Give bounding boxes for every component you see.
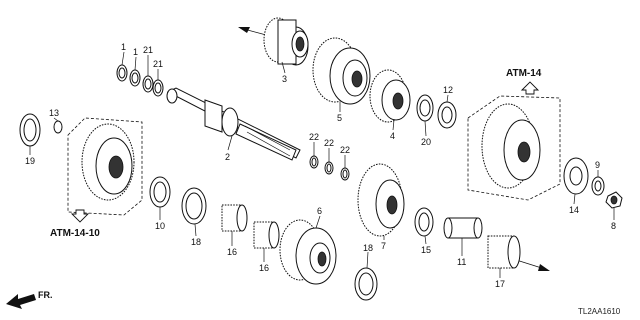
sleeve-part-11[interactable] xyxy=(443,217,483,239)
thrust-bearing-part-18a[interactable] xyxy=(181,187,207,225)
callout-21a: 21 xyxy=(143,45,153,55)
callout-2: 2 xyxy=(225,152,230,162)
callout-14: 14 xyxy=(569,205,579,215)
needle-bearing-part-16b[interactable] xyxy=(253,221,280,249)
gear-part-7[interactable] xyxy=(357,163,405,237)
front-direction-icon xyxy=(6,294,36,309)
washer-part-22c[interactable] xyxy=(340,167,350,181)
callout-11: 11 xyxy=(457,257,466,267)
callout-7: 7 xyxy=(381,241,386,251)
needle-bearing-part-16a[interactable] xyxy=(221,204,248,232)
callout-3: 3 xyxy=(282,74,287,84)
callout-18b: 18 xyxy=(363,243,373,253)
washer-part-10[interactable] xyxy=(149,176,171,208)
callout-17: 17 xyxy=(495,279,505,289)
washer-part-22b[interactable] xyxy=(324,161,334,175)
callout-22b: 22 xyxy=(324,138,334,148)
nut-part-8[interactable] xyxy=(605,191,623,209)
callout-10: 10 xyxy=(155,221,165,231)
gear-part-3[interactable] xyxy=(263,17,309,66)
drawing-code: TL2AA1610 xyxy=(578,307,621,316)
callout-6: 6 xyxy=(317,206,322,216)
callout-5: 5 xyxy=(337,113,342,123)
needle-bearing-part-17[interactable] xyxy=(487,235,521,269)
washer-part-20[interactable] xyxy=(416,94,434,122)
axis-arrow-right xyxy=(538,264,550,271)
bearing-part-12[interactable] xyxy=(437,101,457,129)
callout-13: 13 xyxy=(49,108,59,118)
callout-15: 15 xyxy=(421,245,431,255)
clip-part-13[interactable] xyxy=(53,120,63,134)
front-direction-label: FR. xyxy=(38,290,53,300)
gear-part-6[interactable] xyxy=(279,219,337,285)
gear-part-4[interactable] xyxy=(369,69,411,123)
ref-label-atm-14[interactable]: ATM-14 xyxy=(506,68,542,79)
clutch-drum-part-5[interactable] xyxy=(312,37,371,105)
callout-9: 9 xyxy=(595,160,600,170)
callout-12: 12 xyxy=(443,85,453,95)
callout-1b: 1 xyxy=(133,47,138,57)
washer-part-15[interactable] xyxy=(414,207,434,237)
callout-16b: 16 xyxy=(259,263,269,273)
mainshaft-part-2[interactable] xyxy=(166,87,301,161)
washer-part-21b[interactable] xyxy=(152,79,164,97)
callout-20: 20 xyxy=(421,137,431,147)
callout-22c: 22 xyxy=(340,145,350,155)
axis-arrow-left xyxy=(238,27,250,33)
washer-part-1b[interactable] xyxy=(129,69,141,87)
callout-1a: 1 xyxy=(121,42,126,52)
clutch-assembly-ref-atm-14[interactable] xyxy=(467,95,561,201)
up-arrow-icon xyxy=(520,81,540,95)
callout-8: 8 xyxy=(611,221,616,231)
washer-part-1a[interactable] xyxy=(116,64,128,82)
seal-part-19[interactable] xyxy=(19,113,41,147)
callout-19: 19 xyxy=(25,156,35,166)
clutch-assembly-ref-atm-14-10[interactable] xyxy=(67,117,143,216)
down-arrow-icon xyxy=(70,209,90,223)
callout-21b: 21 xyxy=(153,59,163,69)
washer-part-22a[interactable] xyxy=(309,155,319,169)
washer-part-21a[interactable] xyxy=(142,75,154,93)
washer-part-9[interactable] xyxy=(591,176,605,196)
ball-bearing-part-14[interactable] xyxy=(563,157,589,195)
ref-label-atm-14-10[interactable]: ATM-14-10 xyxy=(50,228,100,239)
callout-4: 4 xyxy=(390,131,395,141)
callout-18a: 18 xyxy=(191,237,201,247)
callout-22a: 22 xyxy=(309,132,319,142)
callout-16a: 16 xyxy=(227,247,237,257)
thrust-bearing-part-18b[interactable] xyxy=(354,267,378,301)
